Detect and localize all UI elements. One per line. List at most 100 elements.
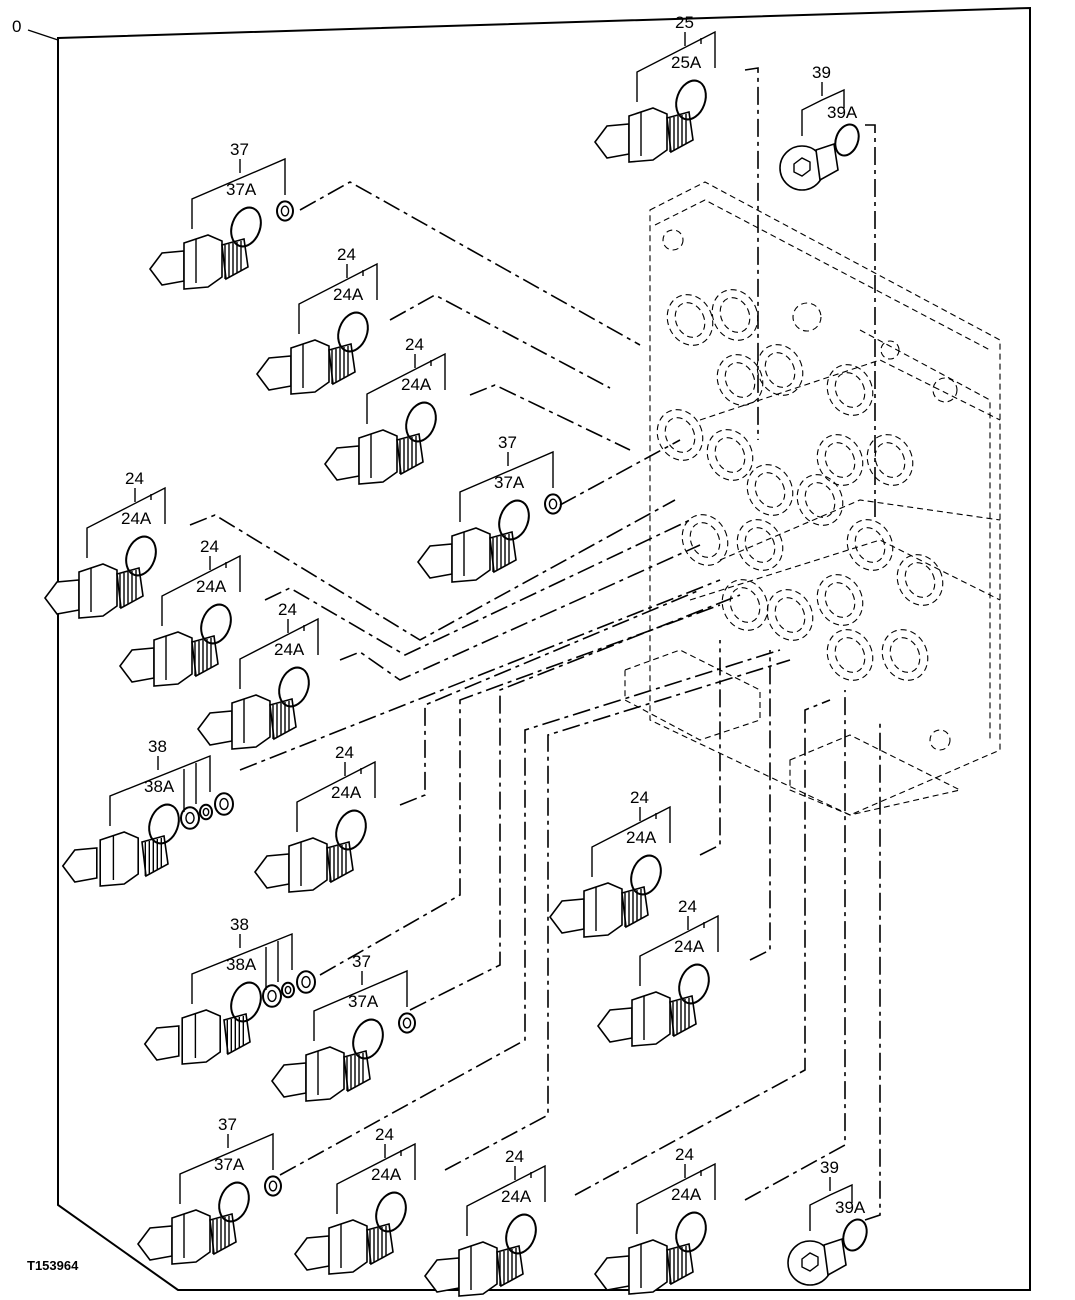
fitting-thread	[366, 1222, 394, 1266]
o-ring	[335, 809, 367, 851]
valve-port-inner	[804, 482, 836, 518]
valve-port	[881, 629, 929, 681]
fitting-nose	[149, 250, 185, 286]
washer-hole	[284, 985, 292, 995]
callout-38: 38 38A	[61, 737, 234, 887]
fitting-nose	[549, 898, 585, 934]
valve-port	[826, 364, 874, 416]
fitting-hex	[153, 631, 193, 687]
valve-port-inner	[824, 582, 856, 618]
part-number-label: 24	[335, 743, 354, 762]
valve-port-inner	[724, 362, 756, 398]
sub-part-label: 39A	[835, 1198, 866, 1217]
washer-hole	[402, 1017, 412, 1029]
fitting-hex	[99, 831, 139, 887]
sub-part-label: 39A	[827, 103, 858, 122]
fitting-hex	[628, 107, 668, 163]
bracket	[591, 805, 671, 877]
bracket	[191, 932, 293, 1004]
washer-hole	[267, 989, 277, 1003]
bracket	[86, 486, 166, 558]
fitting-thread	[343, 1049, 371, 1093]
sub-part-label: 38A	[226, 955, 257, 974]
fitting-thread	[328, 342, 356, 386]
part-number-label: 37	[218, 1115, 237, 1134]
fitting-hex	[183, 234, 223, 290]
o-ring	[842, 1218, 868, 1252]
bracket	[466, 1164, 546, 1236]
part-number-label: 38	[148, 737, 167, 756]
callout-38: 38 38A	[143, 915, 316, 1065]
fitting-nose	[197, 710, 233, 746]
callout-24: 24 24A	[254, 743, 376, 893]
sub-part-label: 24A	[626, 828, 657, 847]
washer	[398, 1012, 416, 1034]
washer	[281, 981, 295, 999]
fitting-thread	[326, 840, 354, 884]
o-ring	[352, 1018, 384, 1060]
valve-port	[816, 574, 864, 626]
valve-port-inner	[834, 372, 866, 408]
valve-port	[711, 289, 759, 341]
fitting-nose	[137, 1225, 173, 1261]
part-number-label: 24	[678, 897, 697, 916]
washer-hole	[301, 975, 311, 989]
bracket	[179, 1132, 274, 1204]
o-ring	[630, 854, 662, 896]
washer-hole	[268, 1180, 278, 1192]
valve-port-inner	[904, 562, 936, 598]
sub-part-label: 24A	[331, 783, 362, 802]
part-number-label: 24	[630, 788, 649, 807]
fitting-thread	[489, 530, 517, 574]
part-number-label: 38	[230, 915, 249, 934]
o-ring	[678, 963, 710, 1005]
washer	[262, 984, 282, 1008]
bracket	[298, 262, 378, 334]
valve-port	[736, 519, 784, 571]
o-ring	[230, 981, 262, 1023]
sub-part-label: 37A	[494, 473, 525, 492]
fitting-nose	[254, 853, 290, 889]
bracket	[801, 88, 845, 136]
fitting-thread	[269, 697, 297, 741]
o-ring	[200, 603, 232, 645]
fitting-thread	[209, 1212, 237, 1256]
valve-port-inner	[824, 442, 856, 478]
valve-port	[816, 434, 864, 486]
sub-part-label: 25A	[671, 53, 702, 72]
fitting-nose	[61, 847, 98, 883]
valve-port	[666, 294, 714, 346]
fitting-thread	[221, 237, 249, 281]
valve-port	[746, 464, 794, 516]
bracket	[109, 754, 211, 826]
frame-label: 0	[12, 17, 21, 36]
part-number-label: 24	[675, 1145, 694, 1164]
washer	[276, 200, 294, 222]
assembly-lines	[189, 67, 881, 1221]
sub-part-label: 24A	[674, 937, 705, 956]
fitting-nose	[424, 1257, 460, 1293]
fitting-nose	[143, 1025, 180, 1061]
washer-hole	[280, 205, 290, 217]
fitting-hex	[288, 837, 328, 893]
fitting-thread	[496, 1244, 524, 1288]
o-ring	[230, 206, 262, 248]
fitting-nose	[119, 647, 155, 683]
callout-24: 24 24A	[597, 897, 719, 1047]
o-ring	[834, 123, 860, 157]
valve-port-inner	[719, 297, 751, 333]
sub-part-label: 37A	[348, 992, 379, 1011]
o-ring	[148, 803, 180, 845]
hex-socket-icon	[793, 157, 811, 177]
bracket	[459, 450, 554, 522]
part-number-label: 24	[375, 1125, 394, 1144]
sub-part-label: 38A	[144, 777, 175, 796]
